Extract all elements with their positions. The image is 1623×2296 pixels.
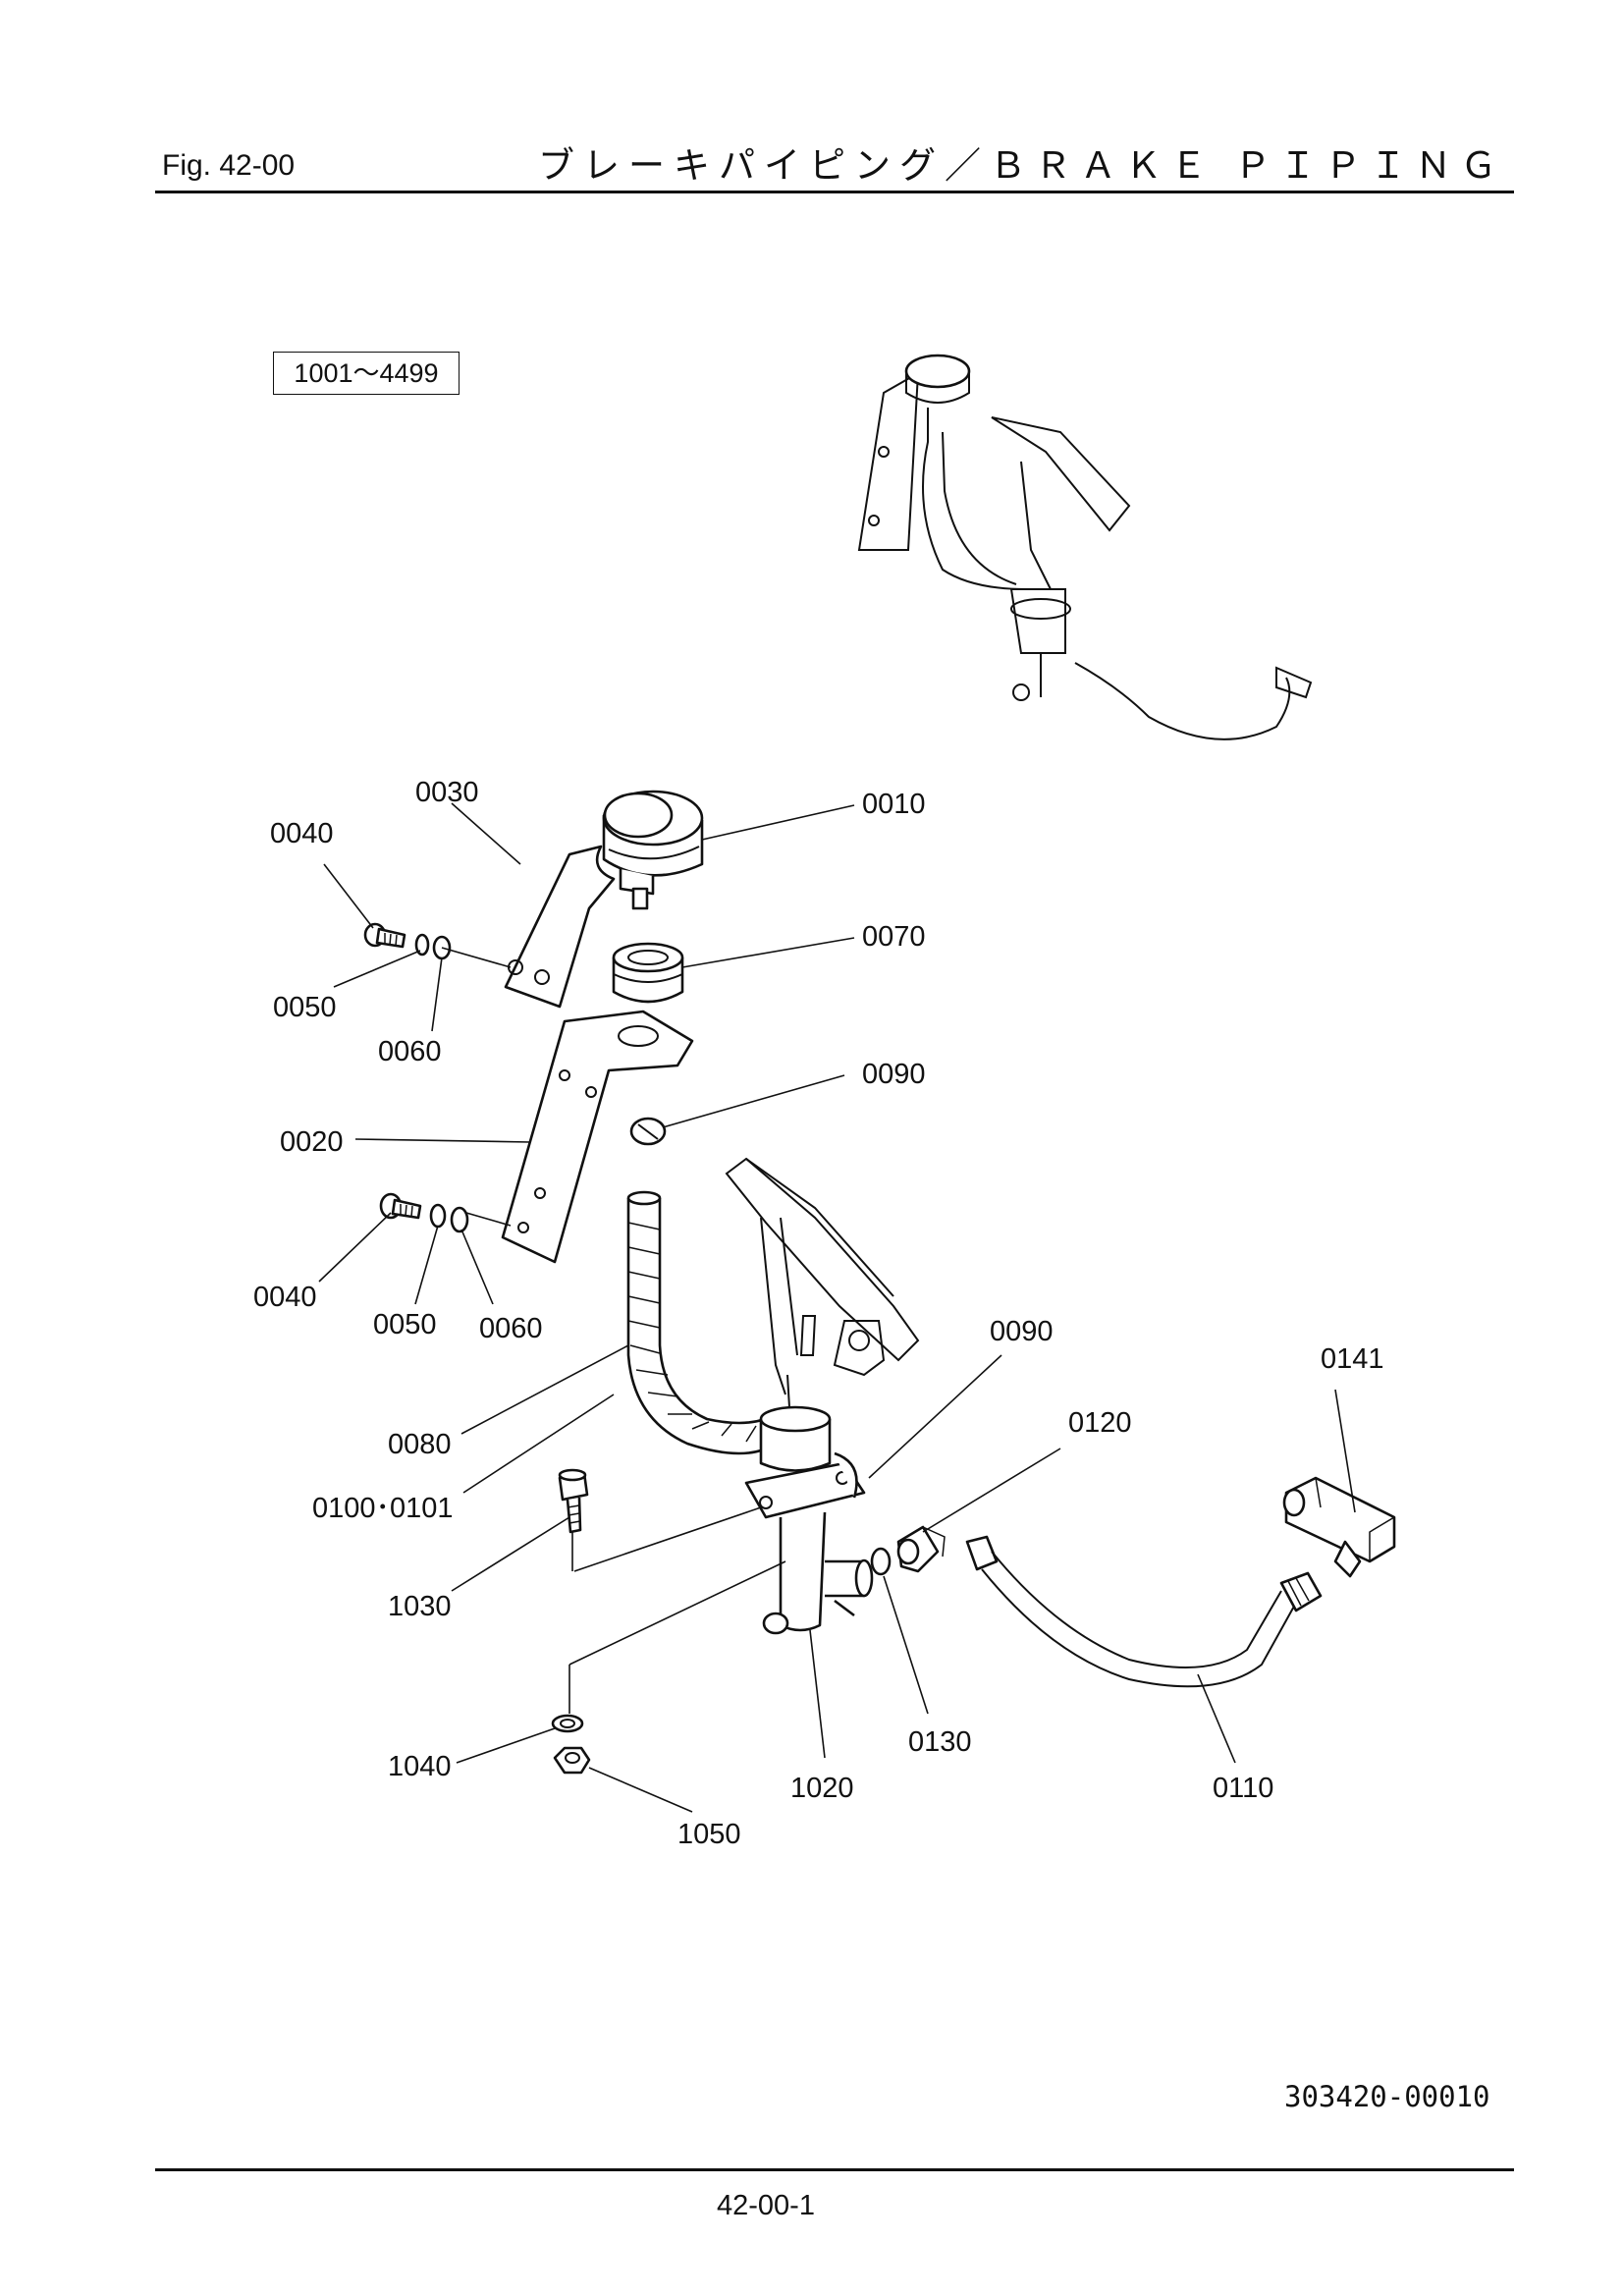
callout-0070: 0070 [862, 921, 926, 953]
callout-0080: 0080 [388, 1429, 452, 1460]
part-0040-bolt-upper [363, 922, 406, 949]
callout-0050-lower: 0050 [373, 1309, 437, 1340]
part-brake-pedal-context [725, 1157, 920, 1395]
part-0060-washer-lower [450, 1206, 469, 1233]
part-0030-reservoir-bracket [504, 845, 616, 1009]
callout-0040-upper: 0040 [270, 818, 334, 849]
figure-number: Fig. 42-00 [162, 149, 296, 182]
callout-0090-upper: 0090 [862, 1059, 926, 1090]
page-title: ブレーキパイピング／ＢＲＡＫＥ ＰＩＰＩＮＧ [538, 145, 1506, 186]
part-0080-reservoir-hose [626, 1190, 778, 1455]
part-1020-master-cylinder [744, 1374, 874, 1635]
callout-0141: 0141 [1321, 1343, 1384, 1375]
part-0120-elbow-fitting [896, 1525, 946, 1573]
serial-range-box: 1001～4499 [273, 352, 460, 395]
part-0040-bolt-lower [379, 1192, 422, 1220]
part-0110-brake-hose [965, 1535, 1323, 1688]
assembly-overview-illustration [857, 354, 1313, 740]
callout-0100-0101: 0100･0101 [312, 1493, 454, 1524]
callout-0130: 0130 [908, 1726, 972, 1758]
callout-0010: 0010 [862, 789, 926, 820]
drawing-number: 303420-00010 [1284, 2080, 1490, 2113]
leader-lines [318, 802, 1356, 1813]
footer-rule [155, 2168, 1514, 2171]
callout-0040-lower: 0040 [253, 1282, 317, 1313]
callout-0060-upper: 0060 [378, 1036, 442, 1067]
callout-1030: 1030 [388, 1591, 452, 1622]
callout-0020: 0020 [280, 1126, 344, 1158]
part-0090-hose-clip-upper [629, 1117, 667, 1146]
header-rule [155, 191, 1514, 193]
part-0141-tee-fitting [1282, 1476, 1396, 1578]
callout-0050-upper: 0050 [273, 992, 337, 1023]
part-0050-washer-upper [414, 933, 430, 957]
part-1040-lock-washer [551, 1714, 584, 1733]
part-1030-bolt [558, 1468, 589, 1534]
part-0050-washer-lower [429, 1203, 447, 1229]
part-0020-mounting-bracket [501, 1010, 694, 1264]
callout-0090-lower: 0090 [990, 1316, 1054, 1347]
callout-0120: 0120 [1068, 1407, 1132, 1439]
part-0070-grommet [612, 942, 684, 1004]
callout-0110: 0110 [1213, 1773, 1273, 1804]
part-0130-o-ring [870, 1547, 892, 1576]
callout-0060-lower: 0060 [479, 1313, 543, 1344]
part-1050-nut [553, 1746, 591, 1775]
callout-1040: 1040 [388, 1751, 452, 1782]
page-number: 42-00-1 [717, 2190, 815, 2221]
callout-0030: 0030 [415, 777, 479, 808]
callout-1020: 1020 [790, 1773, 854, 1804]
callout-1050: 1050 [677, 1819, 741, 1850]
part-0010-brake-reservoir [602, 790, 704, 910]
